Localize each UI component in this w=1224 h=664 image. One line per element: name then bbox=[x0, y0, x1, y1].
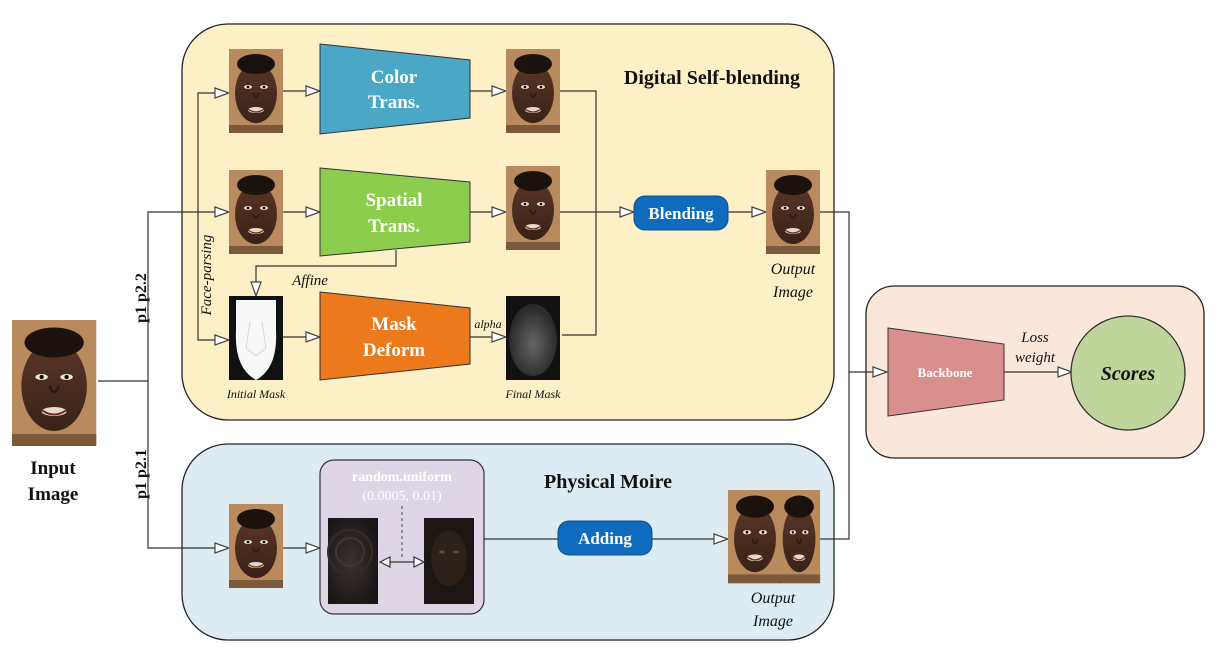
spatial-trans-line2: Trans. bbox=[368, 216, 420, 237]
face-photo-icon bbox=[228, 169, 284, 255]
mask-deform-line1: Mask bbox=[371, 314, 417, 335]
face-photo-icon bbox=[765, 169, 821, 255]
backbone-block bbox=[887, 327, 1005, 417]
color-trans-line1: Color bbox=[371, 67, 418, 88]
input-label-line1: Input bbox=[30, 458, 76, 479]
loss-line1: Loss bbox=[1020, 330, 1049, 346]
final-mask-label: Final Mask bbox=[505, 387, 562, 401]
input-image bbox=[10, 318, 98, 448]
initial-mask-label: Initial Mask bbox=[226, 387, 286, 401]
face-photo-icon bbox=[505, 48, 561, 134]
face-photo-icon bbox=[505, 165, 561, 251]
random-uniform-line2: (0.0005, 0.01) bbox=[362, 489, 442, 504]
face-photo-icon bbox=[10, 318, 98, 448]
input-label-line2: Image bbox=[28, 484, 79, 505]
physical-title: Physical Moire bbox=[544, 471, 672, 493]
moire-pattern-image bbox=[327, 518, 378, 604]
adding-label: Adding bbox=[578, 529, 632, 548]
digital-output-line1: Output bbox=[771, 261, 816, 278]
color-trans-line2: Trans. bbox=[368, 92, 420, 113]
backbone-label: Backbone bbox=[918, 365, 973, 380]
face-parsing-label: Face-parsing bbox=[199, 234, 215, 316]
alpha-label: alpha bbox=[474, 317, 501, 331]
scores-label: Scores bbox=[1101, 363, 1156, 385]
blending-label: Blending bbox=[648, 204, 714, 223]
dark-face-image bbox=[424, 518, 474, 604]
branch-top-label: p1 p2.2 bbox=[133, 273, 150, 323]
spatial-trans-line1: Spatial bbox=[365, 190, 422, 211]
mask-deform-block bbox=[319, 291, 471, 381]
branch-bottom-label: p1 p2.1 bbox=[133, 449, 150, 499]
physical-output-line2: Image bbox=[752, 613, 793, 630]
digital-title: Digital Self-blending bbox=[624, 67, 800, 89]
face-photo-icon bbox=[228, 48, 284, 134]
digital-output-line2: Image bbox=[772, 284, 813, 301]
adding-pill bbox=[557, 520, 653, 556]
random-uniform-line1: random.uniform bbox=[352, 470, 452, 485]
final-mask-image bbox=[506, 296, 560, 380]
spatial-trans-block bbox=[319, 167, 471, 257]
initial-mask-image bbox=[229, 296, 283, 380]
color-trans-block bbox=[319, 43, 471, 135]
face-photo-icon bbox=[727, 489, 783, 585]
mask-deform-line2: Deform bbox=[363, 340, 425, 361]
loss-line2: weight bbox=[1015, 350, 1056, 366]
connectors bbox=[98, 91, 1072, 548]
physical-output-line1: Output bbox=[751, 590, 796, 607]
face-photo-icon bbox=[228, 503, 284, 589]
double-arrow bbox=[378, 556, 426, 568]
face-photo-icon bbox=[777, 489, 821, 585]
scores-circle bbox=[1070, 315, 1186, 431]
affine-label: Affine bbox=[291, 273, 328, 289]
blending-pill bbox=[633, 195, 729, 231]
